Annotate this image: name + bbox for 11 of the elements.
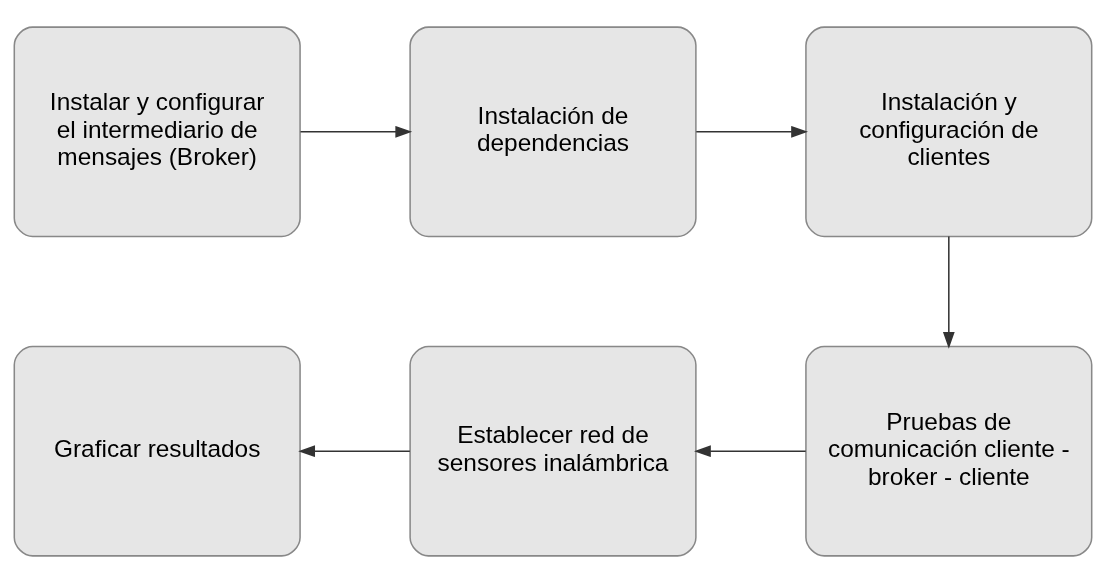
- node-box: Pruebas de comunicación cliente - broker - cliente: [805, 345, 1093, 557]
- node-box: Graficar resultados: [13, 345, 301, 557]
- node-box: Instalación y configuración de clientes: [805, 25, 1093, 237]
- arrow: [694, 444, 807, 457]
- node-box: Instalación de dependencias: [409, 25, 697, 237]
- arrow: [298, 444, 411, 457]
- node-box: Instalar y configurar el intermediario de mensajes (Broker): [13, 25, 301, 237]
- arrow: [695, 125, 808, 138]
- node-box: Establecer red de sensores inalámbrica: [409, 345, 697, 557]
- arrow: [942, 235, 955, 349]
- arrow: [299, 125, 413, 138]
